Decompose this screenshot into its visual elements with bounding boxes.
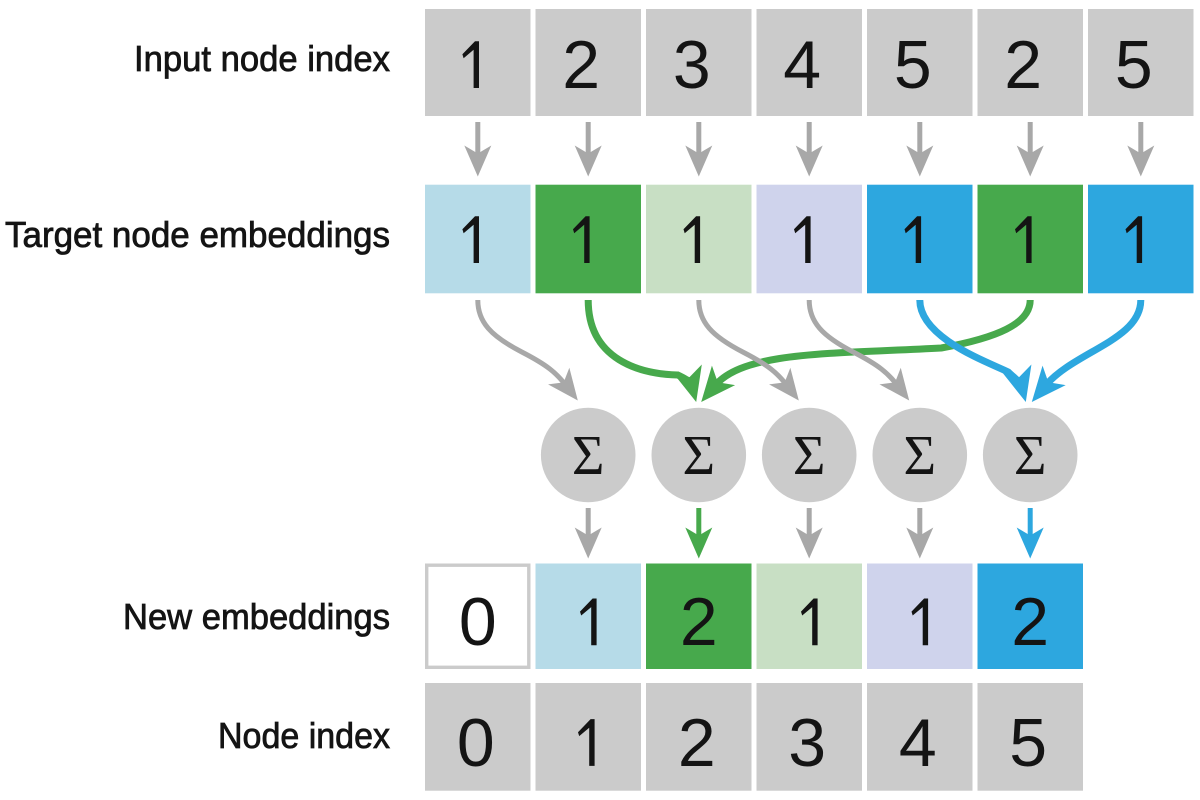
svg-text:2: 2 [1011,584,1049,660]
svg-text:4: 4 [899,705,937,781]
svg-text:Target node embeddings: Target node embeddings [5,214,390,255]
svg-text:Σ: Σ [572,425,605,487]
svg-text:2: 2 [562,27,600,103]
svg-text:3: 3 [673,27,711,103]
svg-text:5: 5 [894,27,932,103]
svg-text:Node index: Node index [218,715,390,756]
svg-text:Σ: Σ [1014,425,1047,487]
svg-text:Σ: Σ [793,425,826,487]
svg-text:Σ: Σ [683,425,716,487]
svg-text:3: 3 [788,705,826,781]
svg-text:0: 0 [459,584,497,660]
svg-text:5: 5 [1115,27,1153,103]
svg-text:2: 2 [1004,27,1042,103]
svg-text:2: 2 [678,705,716,781]
svg-text:5: 5 [1009,705,1047,781]
svg-text:Input node index: Input node index [134,38,390,79]
svg-text:Σ: Σ [904,425,937,487]
svg-text:4: 4 [783,27,821,103]
svg-text:New embeddings: New embeddings [123,596,390,637]
svg-text:2: 2 [680,584,718,660]
svg-text:0: 0 [457,705,495,781]
